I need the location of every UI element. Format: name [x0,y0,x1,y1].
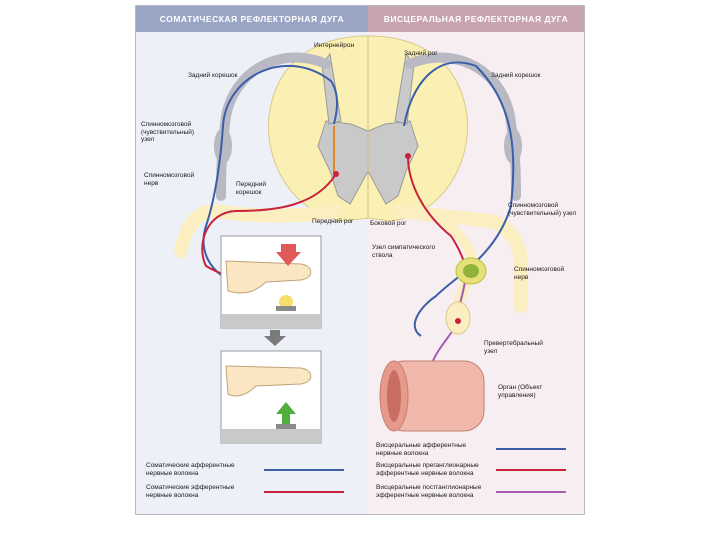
visceral-header: ВИСЦЕРАЛЬНАЯ РЕФЛЕКТОРНАЯ ДУГА [368,6,584,32]
legend-visceral-postganglionic: Висцеральные постганглионарные эфферентн… [376,484,482,499]
label-spinal-nerve-right: Спинномозговой нерв [514,266,565,281]
legend-somatic-afferent: Соматические афферентные нервные волокна [146,462,235,477]
visceral-preganglionic-neuron [405,153,411,159]
legend-visceral-afferent: Висцеральные афферентные нервные волокна [376,442,467,457]
label-ventral-horn: Передний рог [312,218,354,225]
hand-shape-withdrawal [225,260,312,294]
label-spinal-ganglion-right: Спинномозговой (чувствительный) узел [508,202,577,217]
label-lateral-horn: Боковой рог [370,220,407,227]
label-dorsal-root-right: Задний корешок [491,72,541,79]
pain-stimulus [279,295,293,309]
spinal-ganglion-left [214,128,232,164]
visceral-afferent-fiber [403,61,515,337]
spinal-nerve-left [174,203,343,258]
somatic-header: СОМАТИЧЕСКАЯ РЕФЛЕКТОРНАЯ ДУГА [136,6,368,32]
label-ventral-root: Передний корешок [236,181,267,196]
label-interneuron: Интернейрон [314,42,355,49]
somatic-motor-neuron [333,171,339,177]
flow-arrow-down [264,330,286,346]
label-dorsal-horn-right: Задний рог [404,50,438,57]
dorsal-root-right [405,52,521,201]
label-spinal-nerve-left: Спинномозговой нерв [144,172,195,187]
reflex-arc-figure: СОМАТИЧЕСКАЯ РЕФЛЕКТОРНАЯ ДУГА ВИСЦЕРАЛЬ… [135,5,585,515]
dorsal-horn-right [394,52,415,125]
relief-arrow [276,402,296,424]
legend-somatic-efferent-swatch [264,491,344,493]
label-dorsal-root-left: Задний корешок [188,72,238,79]
legend-somatic-efferent: Соматические эфферентные нервные волокна [146,484,235,499]
label-sympathetic-trunk-ganglion: Узел симпатического ствола [372,244,436,259]
hand-shape-relaxed [225,365,312,397]
legend-visceral-afferent-swatch [496,448,566,450]
somatic-afferent-fiber [202,64,338,292]
legend-visceral-preganglionic-swatch [496,469,566,471]
label-prevertebral-ganglion: Превертебральный узел [484,340,543,355]
legend-visceral-postganglionic-swatch [496,491,566,493]
legend-visceral-preganglionic: Висцеральные преганглионарные эфферентны… [376,462,479,477]
label-spinal-ganglion-left: Спинномозговой (чувствительный) узел [141,121,195,143]
pressure-arrow [276,244,301,266]
legend-somatic-afferent-swatch [264,469,344,471]
label-target-organ: Орган (Объект управления) [498,384,543,399]
diagram-art [174,35,528,444]
